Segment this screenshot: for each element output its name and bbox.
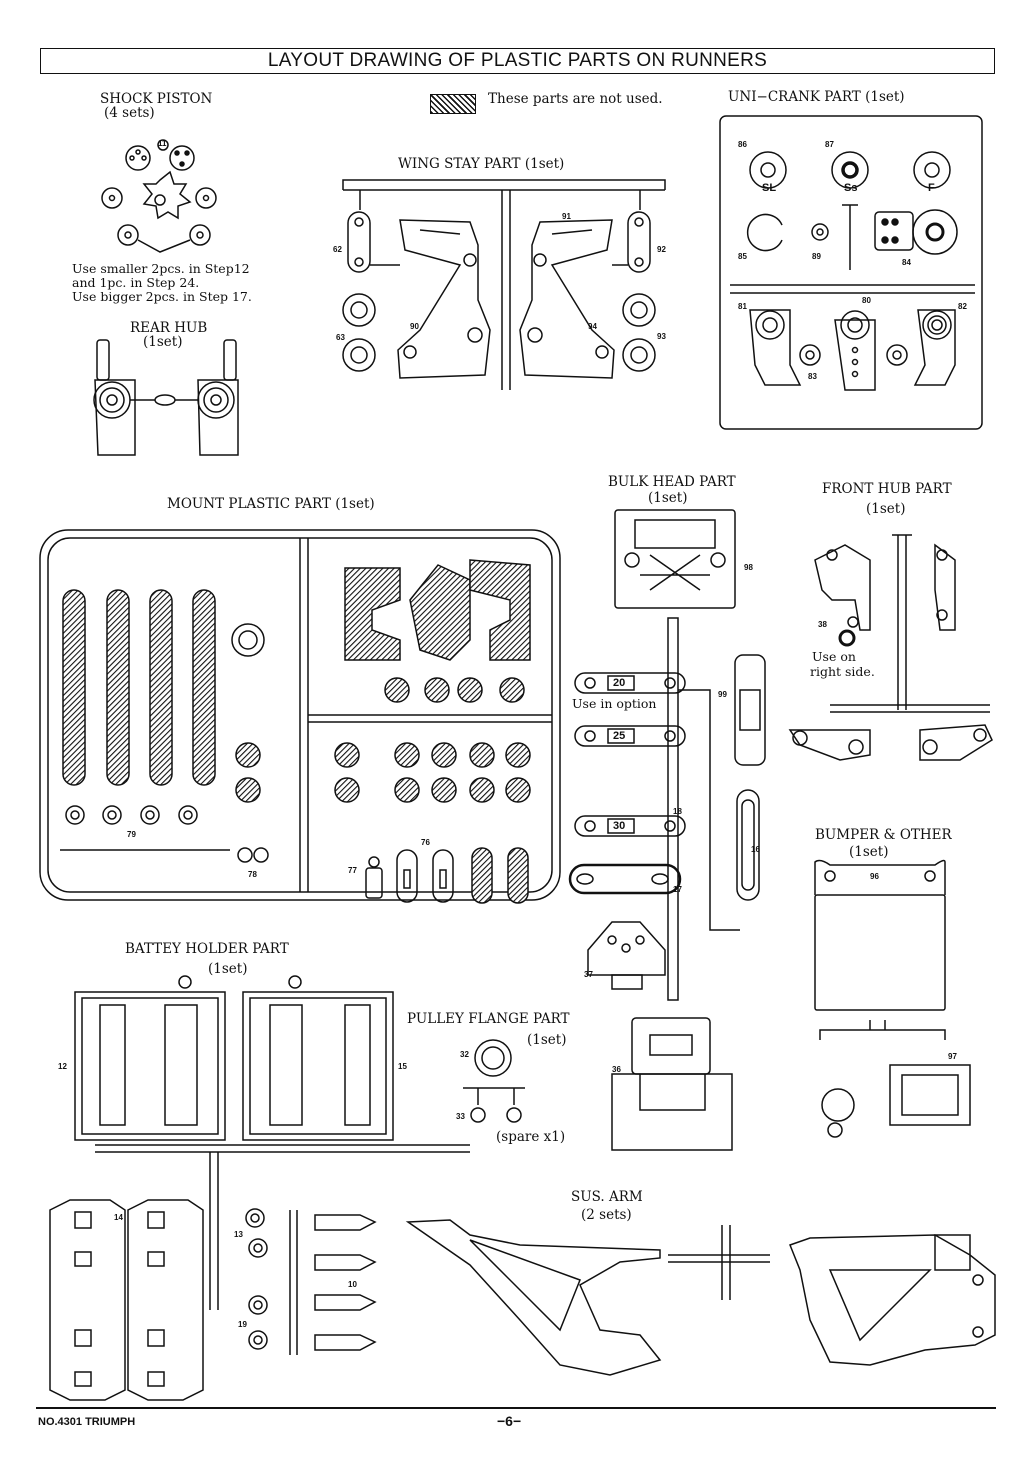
uni-crank-mark-f: F: [928, 182, 935, 194]
front-hub-qty: (1set): [866, 501, 906, 517]
part-number: 12: [58, 1062, 67, 1071]
bulk-head-qty: (1set): [648, 490, 688, 506]
bulk-head-drawing: [614, 509, 736, 609]
uni-crank-mark-sl: SL: [762, 182, 777, 194]
part-number: 14: [114, 1213, 123, 1222]
part-number: 90: [410, 322, 419, 331]
front-hub-note-2: right side.: [810, 664, 875, 679]
legend-text: These parts are not used.: [488, 91, 663, 107]
rear-hub-qty: (1set): [143, 334, 183, 350]
part-number: 78: [248, 870, 257, 879]
sus-arm-qty: (2 sets): [581, 1207, 632, 1223]
page-title: LAYOUT DRAWING OF PLASTIC PARTS ON RUNNE…: [40, 48, 995, 74]
wing-stay-drawing: [342, 179, 666, 390]
part-number: 99: [718, 690, 727, 699]
part-number: 97: [948, 1052, 957, 1061]
bumper-qty: (1set): [849, 844, 889, 860]
battery-holder-label: BATTEY HOLDER PART: [125, 941, 289, 957]
shock-piston-note-2: and 1pc. in Step 24.: [72, 275, 200, 290]
part-number: 37: [584, 970, 593, 979]
pulley-flange-spare: (spare x1): [496, 1129, 566, 1145]
shock-piston-drawing: [101, 139, 217, 253]
part-number: 19: [238, 1320, 247, 1329]
part-number: 98: [744, 563, 753, 572]
battery-holder-qty: (1set): [208, 961, 248, 977]
front-hub-note-1: Use on: [812, 649, 856, 664]
part-number: 13: [234, 1230, 243, 1239]
uni-crank-drawing: [719, 115, 983, 430]
shock-piston-label: SHOCK PISTON: [100, 91, 213, 107]
part-number: 76: [421, 838, 430, 847]
pulley-flange-label: PULLEY FLANGE PART: [407, 1011, 570, 1027]
pulley-flange-qty: (1set): [527, 1032, 567, 1048]
part-number: 87: [825, 140, 834, 149]
use-in-option-label: Use in option: [572, 696, 657, 711]
page-number: −6−: [497, 1413, 522, 1429]
front-hub-label: FRONT HUB PART: [822, 481, 952, 497]
mount-hatched-rods: [62, 559, 531, 904]
part-number: 79: [127, 830, 136, 839]
part-number: 86: [738, 140, 747, 149]
mount-plastic-label: MOUNT PLASTIC PART (1set): [167, 496, 375, 512]
part-number: 92: [657, 245, 666, 254]
shock-piston-note-1: Use smaller 2pcs. in Step12: [72, 261, 250, 276]
footer-model: NO.4301 TRIUMPH: [38, 1416, 136, 1428]
lower-plates-drawing: [49, 1199, 377, 1401]
battery-holder-drawing: [74, 975, 470, 1310]
part-number: 83: [808, 372, 817, 381]
part-number: 32: [460, 1050, 469, 1059]
pulley-flange-drawing: [463, 1039, 525, 1123]
unused-hatch-swatch: [430, 94, 476, 114]
part-number: 85: [738, 252, 747, 261]
part-number: 16: [751, 845, 760, 854]
part-number: 82: [958, 302, 967, 311]
bumper-drawing: [814, 859, 971, 1138]
shock-piston-note-3: Use bigger 2pcs. in Step 17.: [72, 289, 252, 304]
sus-arm-label: SUS. ARM: [571, 1189, 643, 1205]
uni-crank-mark-ss: Ss: [844, 182, 858, 194]
plate-20: 20: [613, 677, 626, 689]
part-number: 94: [588, 322, 597, 331]
part-number: 18: [673, 807, 682, 816]
part-number: 11: [158, 139, 167, 148]
footer-rule: [36, 1407, 996, 1409]
part-number: 93: [657, 332, 666, 341]
part-number: 15: [398, 1062, 407, 1071]
part-number: 63: [336, 333, 345, 342]
option-plates-drawing: [568, 617, 766, 1001]
part-number: 89: [812, 252, 821, 261]
rear-hub-drawing: [93, 339, 239, 456]
part-number: 36: [612, 1065, 621, 1074]
part-number: 17: [673, 885, 682, 894]
plate-25: 25: [613, 730, 626, 742]
part-number: 80: [862, 296, 871, 305]
front-hub-drawing: [788, 534, 993, 761]
bumper-label: BUMPER & OTHER: [815, 827, 952, 843]
part-number: 33: [456, 1112, 465, 1121]
part-number: 62: [333, 245, 342, 254]
wing-stay-label: WING STAY PART (1set): [398, 156, 565, 172]
part-number: 96: [870, 872, 879, 881]
part-number: 38: [818, 620, 827, 629]
uni-crank-label: UNI−CRANK PART (1set): [728, 89, 905, 105]
mount-plastic-drawing: [39, 529, 561, 901]
center-bracket-drawing: [611, 1017, 733, 1151]
part-number: 91: [562, 212, 571, 221]
part-number: 10: [348, 1280, 357, 1289]
shock-piston-qty: (4 sets): [104, 105, 155, 121]
rear-hub-label: REAR HUB: [130, 320, 208, 336]
part-number: 77: [348, 866, 357, 875]
part-number: 81: [738, 302, 747, 311]
mount-extra-parts: [65, 623, 454, 903]
sus-arm-drawing: [405, 1219, 996, 1376]
part-number: 84: [902, 258, 911, 267]
bulk-head-label: BULK HEAD PART: [608, 474, 736, 490]
plate-30: 30: [613, 820, 626, 832]
